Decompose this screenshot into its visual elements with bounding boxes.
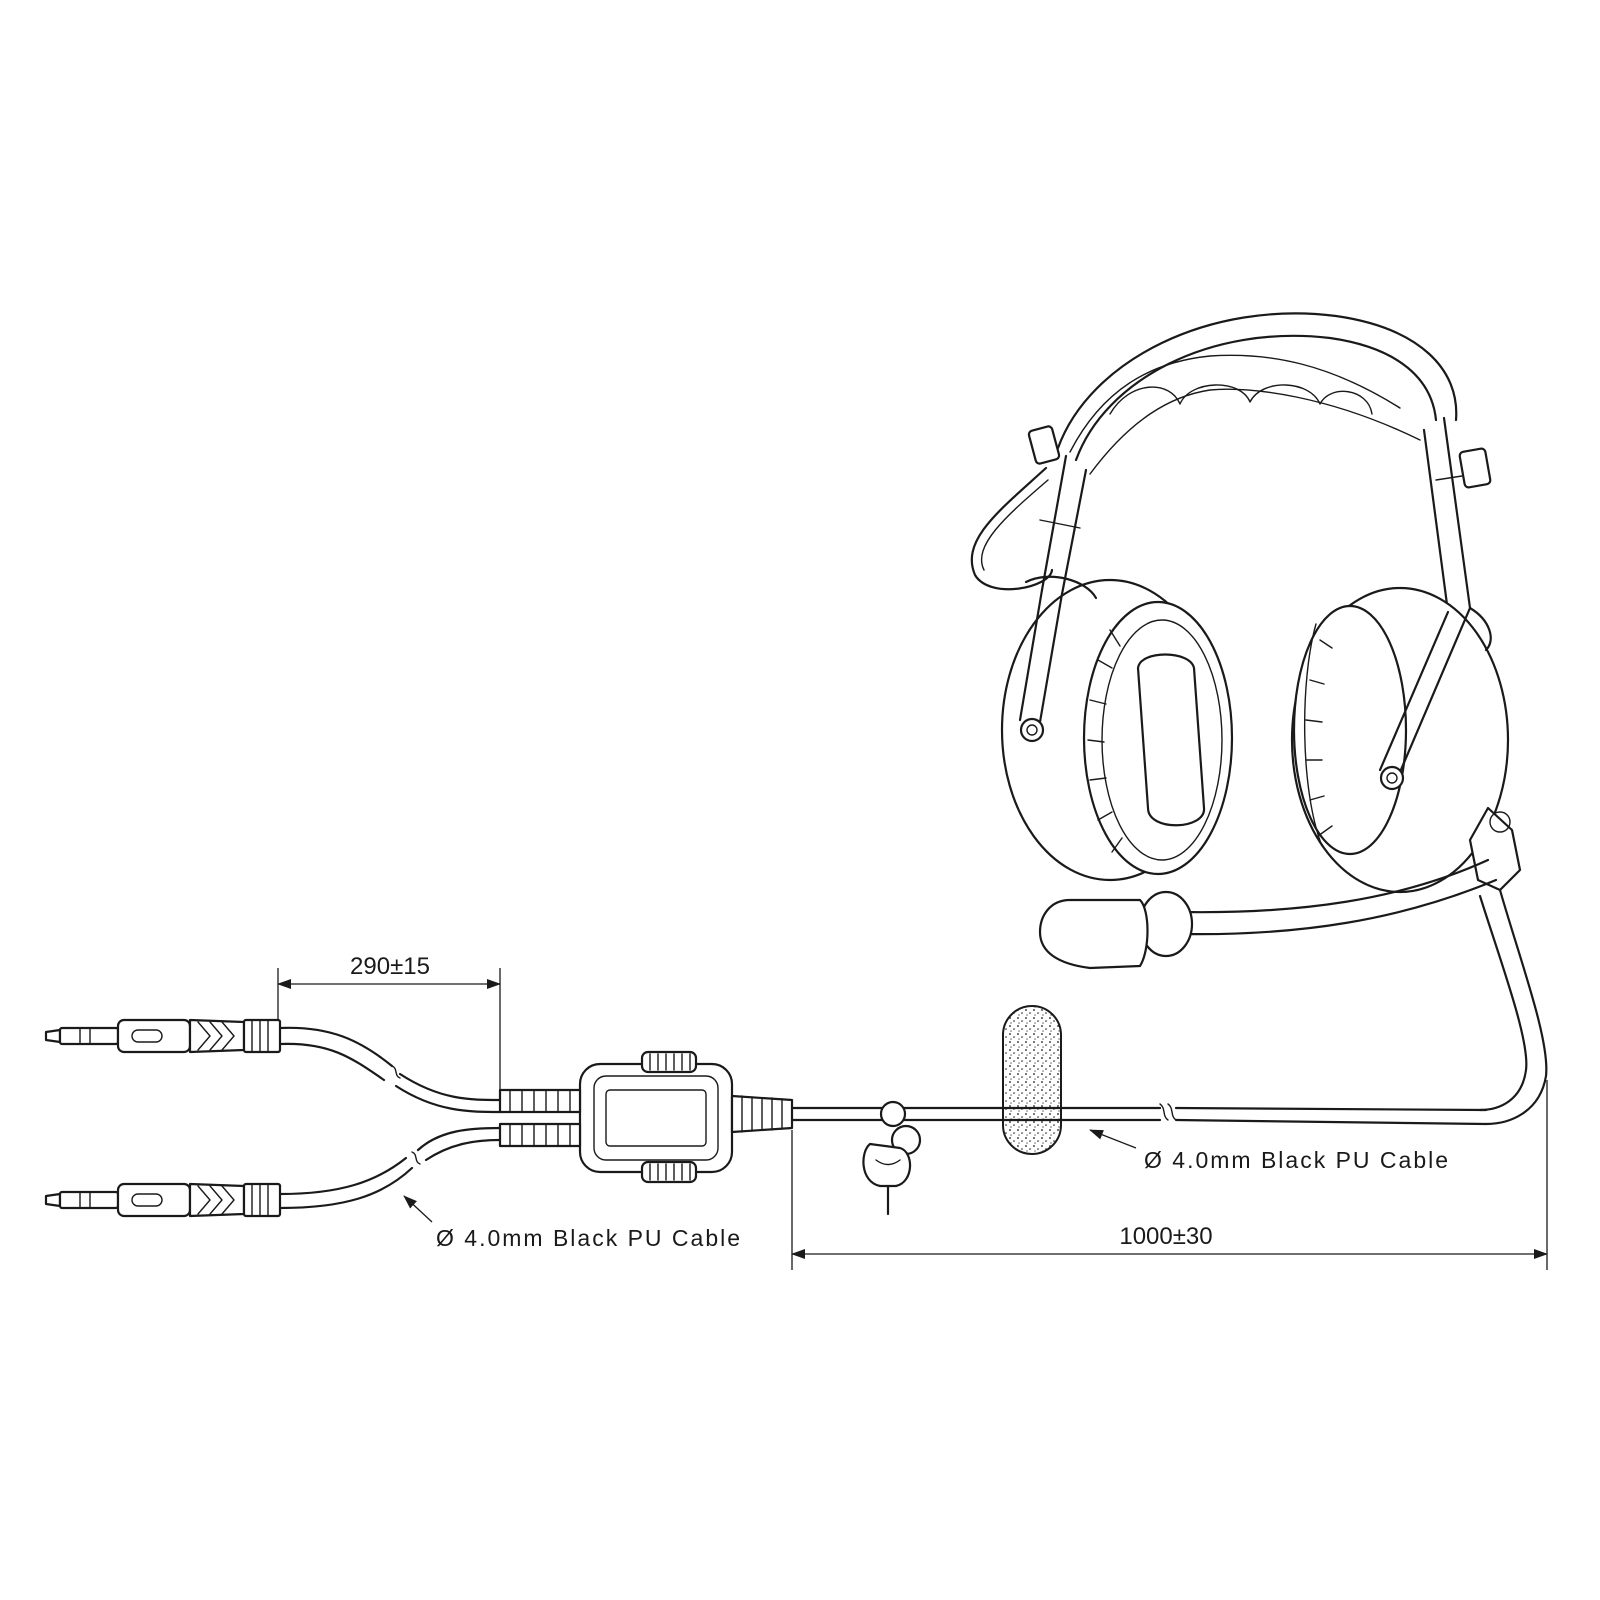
upper-cable (278, 1026, 502, 1114)
headset (970, 312, 1548, 1126)
dimension-290-label: 290±15 (350, 953, 430, 980)
side-cable (970, 466, 1054, 591)
dimension-290: 290±15 (277, 953, 501, 1094)
callout-lower-cable-label: Ø 4.0mm Black PU Cable (436, 1225, 742, 1251)
headband (1056, 312, 1458, 450)
lower-jack-plug (44, 1182, 282, 1218)
left-adjust-knob (1027, 425, 1061, 465)
dimension-1000: 1000±30 (791, 1080, 1548, 1270)
right-ear-cup (1290, 586, 1510, 894)
right-yoke (1442, 416, 1472, 610)
right-pivot-screw (1379, 765, 1405, 791)
left-pivot-screw (1019, 717, 1045, 743)
callout-right-cable-label: Ø 4.0mm Black PU Cable (1144, 1147, 1450, 1173)
y-splitter (498, 1050, 794, 1184)
headset-down-cable (1484, 888, 1548, 1126)
callout-lower-cable: Ø 4.0mm Black PU Cable (403, 1195, 742, 1251)
cable-foam-sleeve (1002, 1005, 1062, 1155)
left-ear-cup (1000, 575, 1234, 882)
lower-cable (278, 1126, 502, 1210)
main-cable (790, 1103, 1488, 1126)
clothing-clip (862, 1100, 922, 1216)
headband-pad (1109, 384, 1373, 415)
upper-jack-plug (44, 1018, 282, 1054)
right-adjust-knob (1458, 447, 1492, 489)
mic-boom (1178, 858, 1490, 914)
callout-right-cable: Ø 4.0mm Black PU Cable (1089, 1129, 1450, 1173)
dimension-1000-label: 1000±30 (1119, 1223, 1212, 1250)
mic-windscreen (1038, 898, 1149, 970)
